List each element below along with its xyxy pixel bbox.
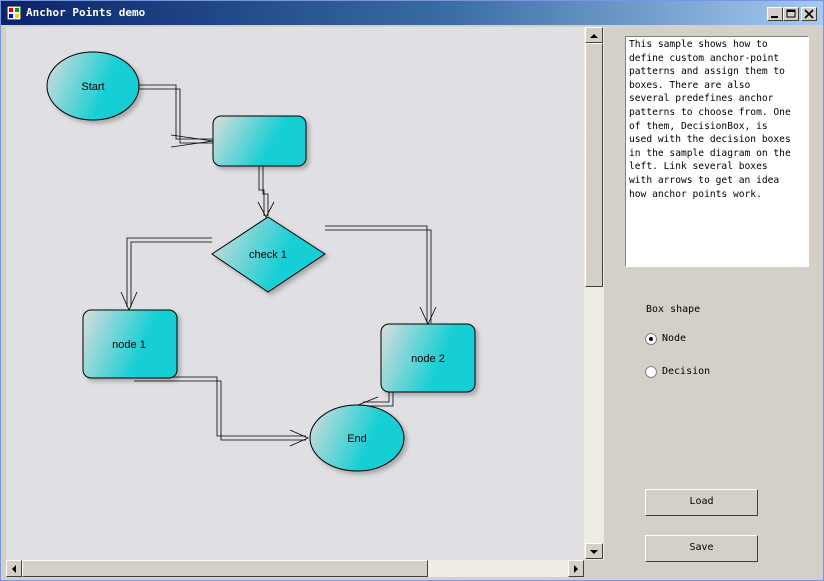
- save-button[interactable]: Save: [645, 535, 758, 562]
- node-node1-label: node 1: [112, 339, 146, 351]
- scroll-down-button[interactable]: [585, 543, 603, 559]
- arrow-left-icon: [12, 565, 16, 573]
- description-textbox[interactable]: This sample shows how to define custom a…: [625, 36, 809, 267]
- scroll-left-button[interactable]: [6, 560, 22, 577]
- node-start-label: Start: [81, 81, 104, 93]
- radio-selected-dot: [649, 337, 653, 341]
- vertical-scroll-thumb[interactable]: [585, 43, 603, 287]
- node-start[interactable]: Start: [46, 51, 140, 121]
- scroll-up-button[interactable]: [585, 27, 603, 43]
- node-check1-label: check 1: [249, 249, 287, 261]
- link-node2-end: [363, 392, 390, 403]
- link-box1-check: [258, 165, 265, 216]
- node-box1[interactable]: [212, 115, 307, 167]
- scrollbar-corner: [584, 560, 604, 577]
- minimize-button[interactable]: [767, 7, 783, 21]
- close-icon: [804, 9, 814, 19]
- diagram-canvas[interactable]: Start check 1 node 1 node 2 End: [6, 27, 584, 560]
- node-node1[interactable]: node 1: [82, 309, 178, 379]
- link-start-box1: [139, 84, 213, 140]
- node-check1[interactable]: check 1: [211, 216, 326, 293]
- radio-decision-circle[interactable]: [645, 366, 657, 378]
- node-node2-label: node 2: [411, 353, 445, 365]
- node-end[interactable]: End: [309, 404, 405, 472]
- window-title: Anchor Points demo: [26, 6, 146, 19]
- link-node1-end: [130, 376, 306, 437]
- load-button[interactable]: Load: [645, 489, 758, 516]
- radio-node-circle[interactable]: [645, 333, 657, 345]
- node-node2[interactable]: node 2: [380, 323, 476, 393]
- minimize-icon: [771, 16, 778, 18]
- diagram-svg: Start check 1 node 1 node 2 End: [46, 51, 476, 472]
- vertical-scrollbar[interactable]: [584, 27, 604, 560]
- arrow-down-icon: [590, 550, 598, 554]
- radio-node-label: Node: [662, 333, 687, 344]
- close-button[interactable]: [801, 7, 817, 21]
- box-shape-label: Box shape: [646, 304, 701, 315]
- node-end-label: End: [347, 433, 367, 445]
- maximize-button[interactable]: [783, 7, 799, 21]
- horizontal-scroll-thumb[interactable]: [22, 560, 428, 577]
- title-bar[interactable]: Anchor Points demo: [1, 1, 823, 25]
- arrow-right-icon: [574, 565, 578, 573]
- scroll-right-button[interactable]: [568, 560, 584, 577]
- arrow-up-icon: [590, 34, 598, 38]
- link-check-node2: [325, 225, 428, 323]
- link-check-node1: [126, 237, 212, 307]
- horizontal-scrollbar[interactable]: [6, 560, 584, 577]
- app-icon: [7, 6, 21, 20]
- radio-decision-label: Decision: [662, 366, 711, 377]
- links: [120, 84, 437, 447]
- maximize-icon: [786, 9, 796, 18]
